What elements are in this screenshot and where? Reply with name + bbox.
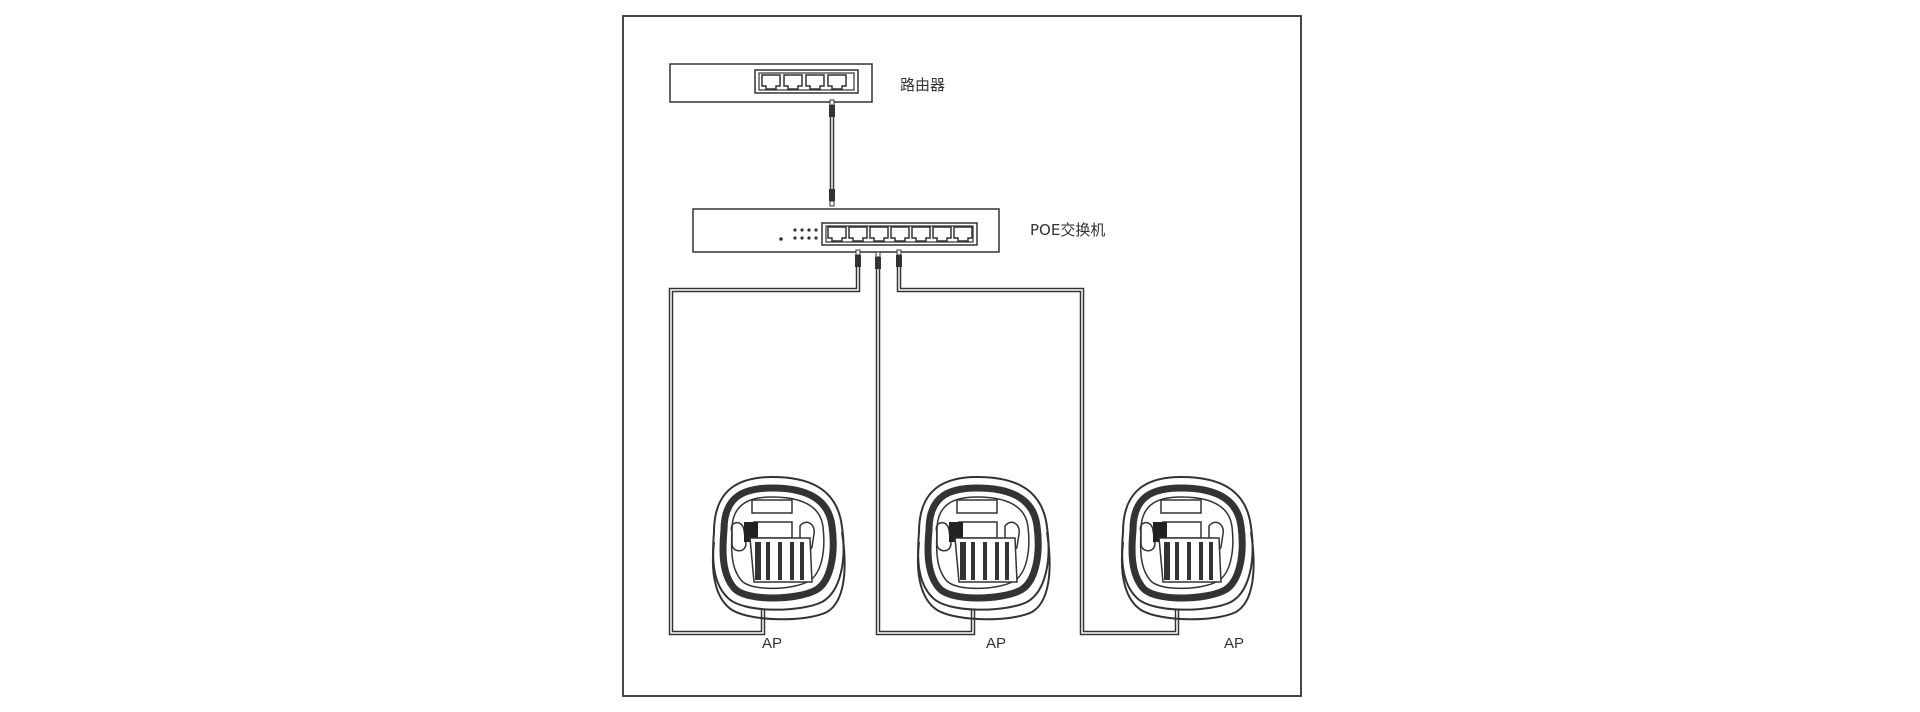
diagram-frame — [622, 15, 1302, 697]
access-point-icon — [1122, 477, 1254, 619]
poe-switch-icon — [692, 208, 1000, 253]
ap1-label: AP — [762, 635, 782, 652]
ap2-label: AP — [986, 635, 1006, 652]
poe-switch-label: POE交换机 — [1030, 221, 1105, 239]
ap3-label: AP — [1224, 635, 1244, 652]
router-label: 路由器 — [900, 76, 945, 94]
access-point-icon — [713, 477, 845, 619]
router-icon — [669, 63, 873, 103]
router-switch-cable — [828, 99, 836, 207]
switch-ap3-cable — [895, 249, 1180, 636]
access-point-icon — [918, 477, 1050, 619]
